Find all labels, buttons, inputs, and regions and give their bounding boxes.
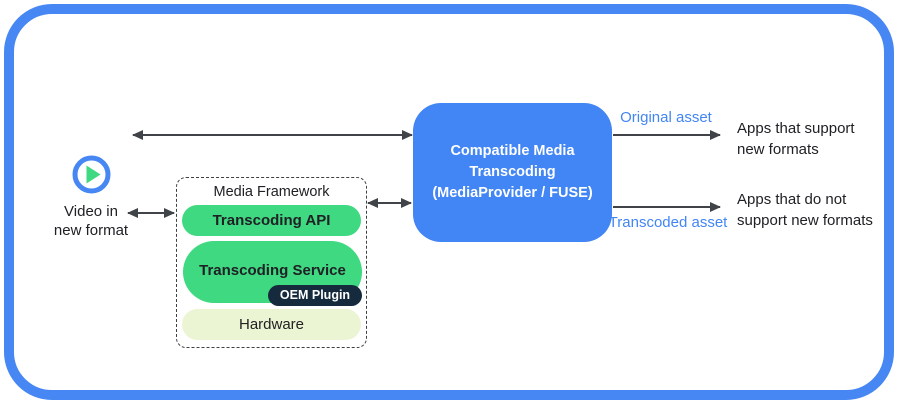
transcoded-asset-label: Transcoded asset	[608, 214, 728, 231]
arrow-original-asset	[613, 130, 721, 140]
original-asset-label: Original asset	[620, 109, 712, 126]
layer-oem-plugin: OEM Plugin	[268, 285, 362, 306]
arrow-source-framework	[127, 208, 175, 218]
diagram-frame-border	[4, 4, 894, 400]
arrow-transcoded-asset	[613, 202, 721, 212]
compatible-media-transcoding-box: Compatible Media Transcoding (MediaProvi…	[413, 103, 612, 242]
layer-hardware: Hardware	[182, 309, 361, 340]
arrow-framework-transcoder	[367, 198, 412, 208]
apps-no-support-label: Apps that do not support new formats	[737, 191, 873, 229]
media-framework-title: Media Framework	[213, 184, 330, 200]
layer-transcoding-api: Transcoding API	[182, 205, 361, 236]
source-video-label: Video in new format	[53, 203, 129, 239]
arrow-source-transcoder	[132, 130, 413, 140]
play-icon	[72, 155, 111, 194]
transcoding-service-label: Transcoding Service	[199, 262, 346, 279]
apps-support-label: Apps that support new formats	[737, 120, 855, 158]
